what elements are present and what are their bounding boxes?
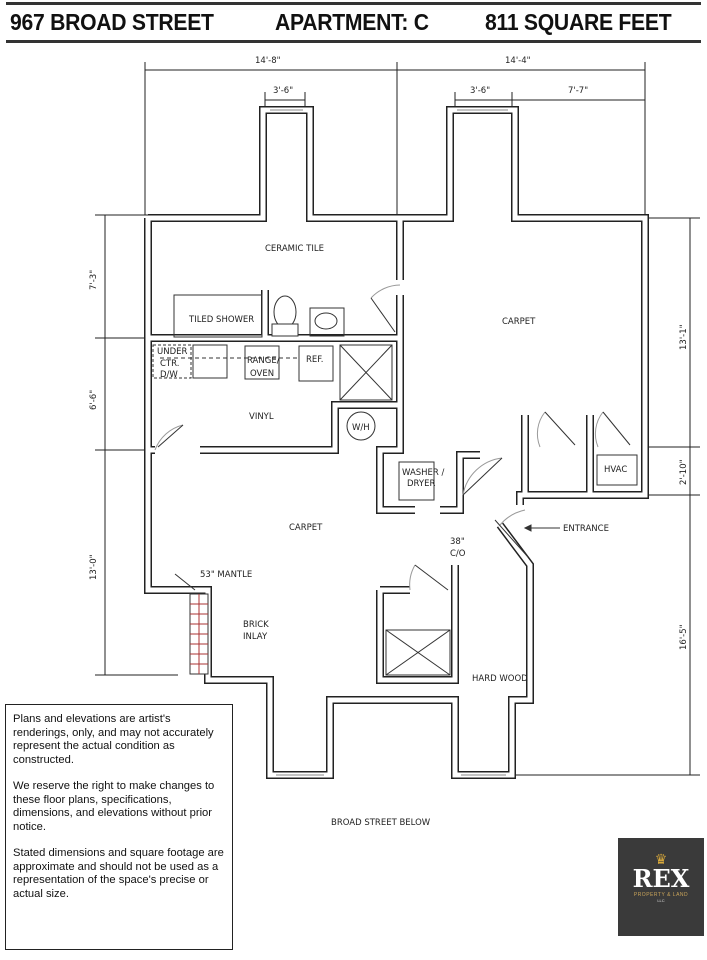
disclaimer-3: Stated dimensions and square footage are… — [13, 847, 224, 900]
label-wh: W/H — [352, 423, 370, 433]
dim-top-right: 14'-4" — [505, 56, 531, 66]
hvac-unit — [596, 454, 638, 486]
dim-right-2: 2'-10" — [679, 459, 689, 485]
toilet-icon — [273, 295, 297, 329]
area-title: 811 SQUARE FEET — [485, 9, 672, 35]
disclaimer-2: We reserve the right to make changes to … — [13, 780, 215, 833]
dim-window-right: 3'-6" — [470, 86, 490, 96]
street-label: BROAD STREET BELOW — [331, 818, 431, 828]
label-brick: BRICK — [243, 620, 269, 630]
label-mantle: 53" MANTLE — [200, 570, 252, 580]
dim-right-segment: 7'-7" — [568, 86, 588, 96]
door-bath — [370, 284, 401, 299]
label-dryer: DRYER — [407, 479, 435, 489]
label-co: C/O — [450, 549, 466, 559]
label-range: RANGE/ — [247, 356, 280, 366]
dim-window-left: 3'-6" — [273, 86, 293, 96]
kitchen-sink — [192, 344, 228, 379]
logo-sub: PROPERTY & LAND — [633, 892, 689, 898]
dim-right-1: 13'-1" — [679, 324, 689, 350]
tiled-shower — [173, 294, 263, 338]
rex-logo: ♛ REX PROPERTY & LAND LLC — [618, 838, 704, 936]
header-bottom-rule — [6, 40, 701, 43]
label-carpet-living: CARPET — [289, 523, 323, 533]
label-under: UNDER — [157, 347, 187, 357]
label-tiled-shower: TILED SHOWER — [188, 315, 254, 325]
range-oven — [244, 345, 280, 380]
label-vinyl: VINYL — [249, 412, 274, 422]
logo-name: REX — [632, 864, 690, 893]
closet-box-lower — [385, 629, 451, 676]
dim-top-left: 14'-8" — [255, 56, 281, 66]
label-oven: OVEN — [250, 369, 274, 379]
address-title: 967 BROAD STREET — [10, 9, 214, 35]
disclaimer-box: Plans and elevations are artist's render… — [5, 704, 233, 950]
label-ctr: CTR. — [160, 359, 179, 369]
washer-dryer — [398, 461, 435, 501]
label-dw: D/W — [160, 370, 178, 380]
label-washer: WASHER / — [402, 468, 445, 478]
toilet-tank — [271, 323, 299, 337]
disclaimer-1: Plans and elevations are artist's render… — [13, 713, 214, 766]
closet-box — [339, 344, 393, 401]
dim-right-3: 16'-5" — [679, 624, 689, 650]
label-co-size: 38" — [450, 537, 465, 547]
apartment-title: APARTMENT: C — [275, 9, 429, 35]
label-hvac: HVAC — [604, 465, 627, 475]
dimension-lines — [95, 62, 700, 776]
fixtures — [152, 109, 638, 776]
crown-icon: ♛ — [654, 851, 668, 867]
label-carpet-bedroom: CARPET — [502, 317, 536, 327]
dishwasher — [152, 344, 192, 379]
sink-basin-icon — [314, 312, 338, 330]
dim-left-1: 7'-3" — [89, 270, 99, 290]
label-inlay: INLAY — [243, 632, 268, 642]
refrigerator — [298, 345, 334, 382]
label-ref: REF. — [306, 355, 324, 365]
header-top-rule — [6, 2, 701, 5]
water-heater-icon — [346, 411, 376, 441]
entrance-door — [499, 509, 526, 526]
label-ceramic-tile: CERAMIC TILE — [265, 244, 324, 254]
label-hardwood: HARD WOOD — [472, 674, 528, 684]
dim-left-2: 6'-6" — [89, 390, 99, 410]
logo-llc: LLC — [657, 898, 665, 903]
dim-left-3: 13'-0" — [89, 554, 99, 580]
label-entrance: ENTRANCE — [563, 524, 609, 534]
bathroom-sink — [309, 307, 345, 337]
